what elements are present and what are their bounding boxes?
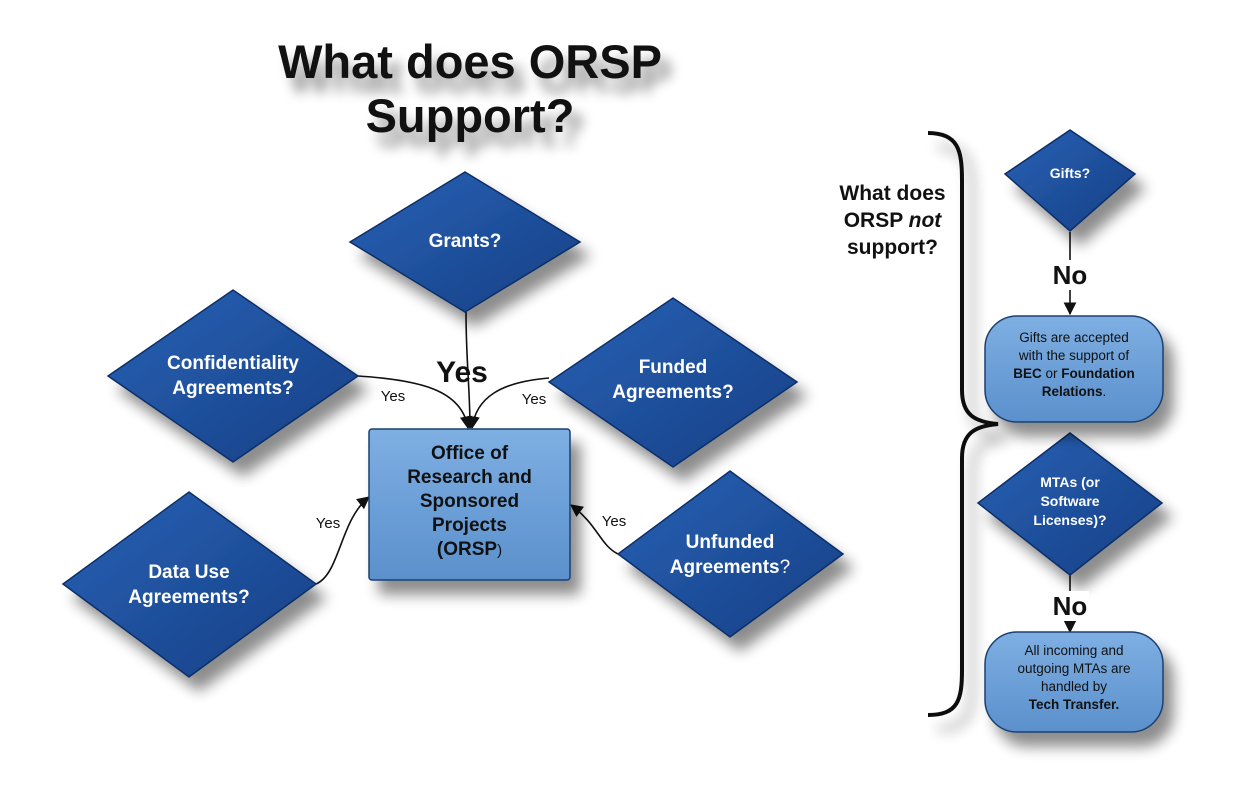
orsp-line2: Research and xyxy=(407,467,532,488)
edge-funded-to-orsp xyxy=(467,377,550,430)
confidentiality-line2: Agreements? xyxy=(172,378,294,399)
unfunded-qmark: ? xyxy=(779,557,791,578)
funded-line2: Agreements? xyxy=(612,382,734,403)
edge-label-mtas-no: No xyxy=(1050,591,1090,621)
gifts-note-or: or xyxy=(1041,366,1062,381)
orsp-line5a: (ORSP xyxy=(436,539,498,560)
not-supported-line2b: not xyxy=(908,209,942,232)
datause-label: Data Use Agreements? xyxy=(104,560,274,610)
mtas-note-box xyxy=(984,631,1164,733)
orsp-line5b: ) xyxy=(497,542,503,559)
grants-label: Grants? xyxy=(428,231,502,252)
not-supported-brace xyxy=(927,131,999,717)
gifts-note-period: . xyxy=(1102,384,1107,399)
edge-label-unfunded-yes: Yes xyxy=(601,513,627,530)
orsp-box xyxy=(368,428,571,581)
edge-label-funded-yes: Yes xyxy=(521,391,547,408)
edge-label-grants-yes: Yes xyxy=(436,356,488,389)
orsp-box-label: Office of Research and Sponsored Project… xyxy=(372,442,567,563)
gifts-note-line1: Gifts are accepted xyxy=(1019,330,1129,345)
confidentiality-diamond xyxy=(106,289,360,463)
funded-diamond xyxy=(547,297,799,468)
unfunded-diamond xyxy=(616,470,845,638)
mtas-note-line2: outgoing MTAs are xyxy=(1017,661,1131,676)
confidentiality-label: Confidentiality Agreements? xyxy=(143,351,323,401)
gifts-note-line2: with the support of xyxy=(1018,348,1130,363)
gifts-note-box xyxy=(984,315,1164,423)
edge-label-mtas-no-wrap: No xyxy=(1048,591,1092,622)
unfunded-line1: Unfunded xyxy=(685,532,775,553)
not-supported-line2a: ORSP xyxy=(843,209,909,232)
mtas-note-line4: Tech Transfer. xyxy=(1028,697,1120,712)
not-supported-line3: support? xyxy=(847,236,938,259)
datause-line2: Agreements? xyxy=(128,587,250,608)
mtas-label: MTAs (or Software Licenses)? xyxy=(1010,473,1130,530)
orsp-line4: Projects xyxy=(432,515,507,536)
gifts-note-text: Gifts are accepted with the support of B… xyxy=(990,329,1158,401)
edge-label-gifts-no-wrap: No xyxy=(1048,260,1092,291)
edge-unfunded-to-orsp xyxy=(569,504,619,555)
unfunded-line2: Agreements xyxy=(669,557,780,578)
edge-label-datause-yes: Yes xyxy=(315,515,341,532)
gifts-note-bec: BEC xyxy=(1013,366,1042,381)
not-supported-question: What does ORSP not support? xyxy=(820,180,965,261)
edge-datause-to-orsp xyxy=(315,496,371,585)
unfunded-label: Unfunded Agreements? xyxy=(645,530,815,580)
gifts-note-foundation: Foundation xyxy=(1061,366,1135,381)
edge-label-gifts-no: No xyxy=(1050,260,1090,290)
orsp-line3: Sponsored xyxy=(419,491,520,512)
confidentiality-line1: Confidentiality xyxy=(167,353,299,374)
orsp-line1: Office of xyxy=(430,443,509,464)
edge-label-confidentiality-yes: Yes xyxy=(380,388,406,405)
gifts-diamond xyxy=(1003,129,1137,232)
mtas-note-text: All incoming and outgoing MTAs are handl… xyxy=(990,642,1158,714)
edge-confidentiality-to-orsp xyxy=(357,375,473,430)
diamond-shapes xyxy=(61,129,1164,678)
page-title: What does ORSP Support? xyxy=(278,35,662,142)
funded-label: Funded Agreements? xyxy=(588,355,758,405)
gifts-label: Gifts? xyxy=(1049,165,1091,181)
mtas-diamond xyxy=(976,432,1164,576)
mtas-line2: Software xyxy=(1040,493,1100,509)
gifts-note-relations: Relations xyxy=(1041,384,1103,399)
mtas-line3: Licenses)? xyxy=(1033,512,1107,528)
mtas-note-line1: All incoming and xyxy=(1024,643,1124,658)
mtas-line1: MTAs (or xyxy=(1040,474,1100,490)
datause-diamond xyxy=(61,491,318,678)
mtas-note-line3: handled by xyxy=(1040,679,1108,694)
grants-diamond xyxy=(348,171,582,313)
datause-line1: Data Use xyxy=(148,562,230,583)
not-supported-line1: What does xyxy=(839,182,946,205)
funded-line1: Funded xyxy=(638,357,708,378)
